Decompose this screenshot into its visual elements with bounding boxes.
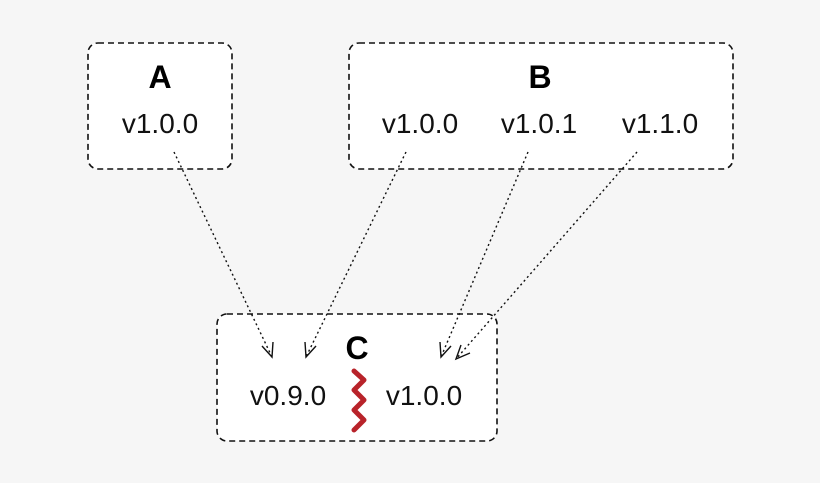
- package-a-name: A: [148, 59, 171, 95]
- package-b-version-2: v1.0.1: [501, 108, 577, 139]
- dependency-arrow-b101-to-c100: [439, 151, 529, 359]
- dependency-arrow-a100-to-c090: [173, 151, 274, 359]
- package-a: A v1.0.0: [87, 42, 233, 170]
- dependency-arrow-b110-to-c100: [454, 151, 638, 361]
- package-c-box: [216, 313, 498, 442]
- package-b-version-1: v1.0.0: [382, 108, 458, 139]
- package-b-version-3: v1.1.0: [622, 108, 698, 139]
- package-b: B v1.0.0 v1.0.1 v1.1.0: [348, 42, 734, 170]
- package-a-version-1: v1.0.0: [122, 108, 198, 139]
- zigzag-conflict-icon: [351, 368, 367, 433]
- package-c: C v0.9.0 v1.0.0: [216, 313, 498, 442]
- dependency-arrow-b100-to-c090: [304, 151, 407, 359]
- package-c-version-2: v1.0.0: [386, 380, 462, 411]
- package-c-name: C: [345, 330, 368, 366]
- package-b-box: [348, 42, 734, 170]
- package-c-version-1: v0.9.0: [250, 380, 326, 411]
- package-a-box: [87, 42, 233, 170]
- dependency-arrows: [173, 151, 638, 361]
- package-b-name: B: [528, 59, 551, 95]
